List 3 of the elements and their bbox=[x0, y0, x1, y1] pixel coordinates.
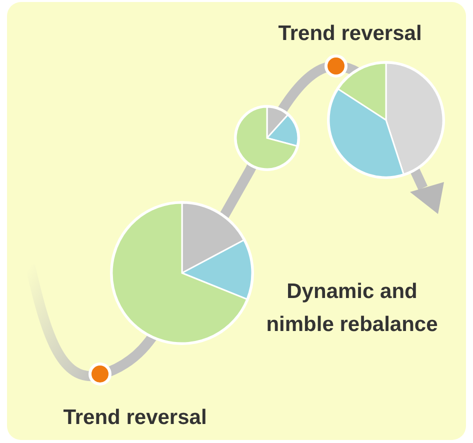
annotation-text: Dynamic and nimble rebalance bbox=[265, 279, 439, 338]
annotation-text: Trend reversal bbox=[62, 405, 208, 431]
annotation-text: Trend reversal bbox=[277, 21, 423, 47]
